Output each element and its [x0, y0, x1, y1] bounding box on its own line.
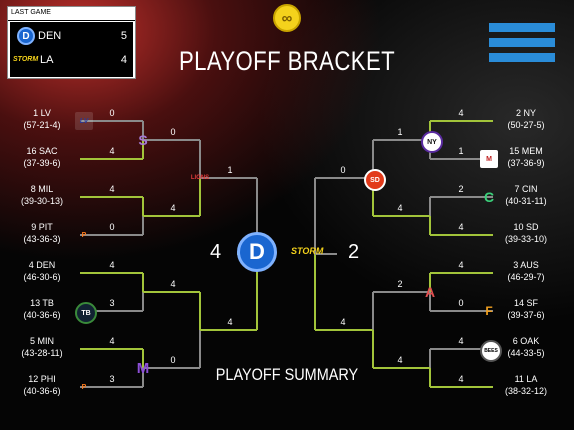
left-r2-score-0: 0 [170, 127, 176, 137]
left-r1-score-4: 4 [109, 260, 115, 270]
left-team-5-name[interactable]: 13 TB [30, 298, 54, 308]
left-r2-score-1: 4 [170, 203, 176, 213]
left-team-2-record: (39-30-13) [20, 196, 64, 206]
right-r1-score-5: 0 [458, 298, 464, 308]
last-game-team1: DEN [38, 30, 62, 42]
right-r2-score-3: 4 [397, 355, 403, 365]
left-r1-score-5: 3 [109, 298, 115, 308]
left-team-4-record: (46-30-6) [23, 272, 61, 282]
left-team-5-record: (40-36-6) [23, 310, 61, 320]
left-r1-score-3: 0 [109, 222, 115, 232]
menu-icon[interactable] [489, 23, 555, 81]
left-team-3-record: (43-36-3) [23, 234, 61, 244]
storm-logo-icon: STORM [13, 56, 39, 63]
final-left-score: 4 [210, 241, 222, 263]
left-r1-logo-5-icon: TB [75, 302, 97, 324]
left-r1-score-2: 4 [109, 184, 115, 194]
right-team-6-name[interactable]: 6 OAK [512, 336, 540, 346]
right-team-1-name[interactable]: 15 MEM [509, 146, 543, 156]
left-team-1-record: (37-39-6) [23, 158, 61, 168]
left-team-3-name[interactable]: 9 PIT [31, 222, 53, 232]
right-r1-score-7: 4 [458, 374, 464, 384]
left-r2-logo-0-icon: S [138, 132, 148, 148]
right-r1-logo-1-icon: M [480, 150, 498, 168]
right-r2-logo-0-icon: NY [421, 131, 443, 153]
page-title: PLAYOFF BRACKET [178, 46, 396, 76]
right-r1-score-0: 4 [458, 108, 464, 118]
right-team-5-record: (39-37-6) [507, 310, 545, 320]
right-r3-score-0: 0 [340, 165, 346, 175]
den-logo-icon: D [17, 27, 35, 45]
last-game-score2: 4 [120, 54, 127, 66]
right-team-1-record: (37-36-9) [507, 158, 545, 168]
den-final-logo-icon: D [237, 232, 277, 272]
left-team-4-name[interactable]: 4 DEN [28, 260, 56, 270]
left-team-7-record: (40-36-6) [23, 386, 61, 396]
right-team-5-name[interactable]: 14 SF [513, 298, 538, 308]
left-r2-score-2: 4 [170, 279, 176, 289]
right-r1-score-1: 1 [458, 146, 464, 156]
left-team-7-name[interactable]: 12 PHI [28, 374, 56, 384]
infinity-icon[interactable]: ∞ [273, 4, 301, 32]
right-r2-score-0: 1 [397, 127, 403, 137]
left-team-0-record: (57-21-4) [23, 120, 61, 130]
right-r2-score-1: 4 [397, 203, 403, 213]
left-r1-logo-3-icon: P [81, 231, 87, 239]
right-r2-score-2: 2 [397, 279, 403, 289]
right-team-4-name[interactable]: 3 AUS [513, 260, 539, 270]
right-r1-logo-2-icon: C [483, 189, 495, 205]
left-r3-score-0: 1 [227, 165, 233, 175]
playoff-summary-button[interactable]: PLAYOFF SUMMARY [215, 365, 359, 384]
last-game-label: LAST GAME [8, 7, 135, 21]
right-team-0-record: (50-27-5) [507, 120, 545, 130]
last-game-card[interactable]: LAST GAME D DEN 5 STORM LA 4 [7, 6, 136, 79]
left-team-1-name[interactable]: 16 SAC [26, 146, 58, 156]
right-team-2-record: (40-31-11) [505, 196, 547, 206]
left-r1-score-0: 0 [109, 108, 115, 118]
last-game-score1: 5 [120, 30, 127, 42]
right-r1-score-3: 4 [458, 222, 464, 232]
left-team-2-name[interactable]: 8 MIL [30, 184, 54, 194]
right-r1-logo-5-icon: F [485, 304, 493, 318]
right-r1-logo-6-icon: BEES [480, 340, 502, 362]
left-r1-score-6: 4 [109, 336, 115, 346]
right-team-7-record: (38-32-12) [504, 386, 548, 396]
left-team-6-record: (43-28-11) [21, 348, 63, 358]
left-r3-logo-0-icon: LIONS [190, 175, 210, 181]
right-r3-score-1: 4 [340, 317, 346, 327]
right-r1-score-4: 4 [458, 260, 464, 270]
right-team-2-name[interactable]: 7 CIN [514, 184, 538, 194]
right-team-6-record: (44-33-5) [507, 348, 545, 358]
left-r1-score-1: 4 [109, 146, 115, 156]
right-team-3-record: (39-33-10) [504, 234, 548, 244]
left-r1-logo-7-icon: P [81, 383, 87, 391]
right-team-0-name[interactable]: 2 NY [515, 108, 536, 118]
right-team-3-name[interactable]: 10 SD [513, 222, 539, 232]
right-r1-score-6: 4 [458, 336, 464, 346]
left-r1-logo-0-icon: LV [75, 112, 93, 130]
left-team-6-name[interactable]: 5 MIN [29, 336, 54, 346]
left-r1-score-7: 3 [109, 374, 115, 384]
right-team-7-name[interactable]: 11 LA [514, 374, 538, 384]
right-team-4-record: (46-29-7) [507, 272, 545, 282]
storm-final-logo-icon: STORM [291, 246, 324, 256]
final-right-score: 2 [348, 241, 360, 263]
right-r2-logo-2-icon: A [424, 284, 436, 300]
last-game-team2: LA [40, 54, 54, 66]
right-r3-logo-0-icon: SD [364, 169, 386, 191]
left-team-0-name[interactable]: 1 LV [33, 108, 51, 118]
left-r3-score-1: 4 [227, 317, 233, 327]
right-r1-score-2: 2 [458, 184, 464, 194]
left-r2-logo-3-icon: M [136, 359, 150, 377]
left-r2-score-3: 0 [170, 355, 176, 365]
